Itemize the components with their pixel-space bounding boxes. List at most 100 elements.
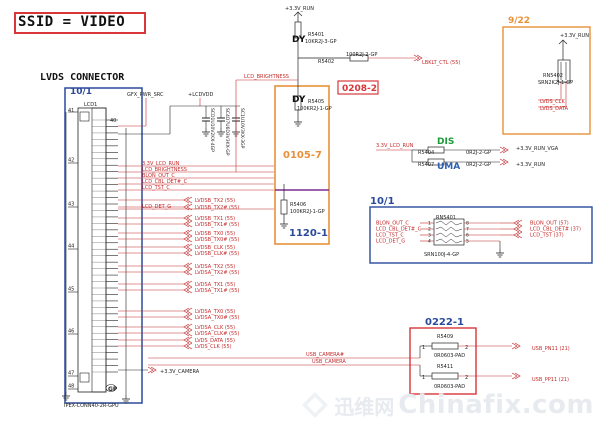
rn5401-left-net: LCD_DET_G <box>376 239 405 245</box>
connector-left-pin-number: 46 <box>68 329 74 335</box>
run-flag <box>499 158 506 166</box>
net-flag-lvds-b <box>183 329 190 337</box>
connector-left-pin-number: 42 <box>68 158 74 164</box>
usb-red-frame <box>409 327 477 395</box>
net-label-lvds: LVDSB_TX1 (55) <box>195 216 235 222</box>
net-flag-lvds <box>186 268 193 276</box>
rn5401-right-net: LCD_TST (37) <box>530 233 564 239</box>
net-flag-lvds <box>186 214 193 222</box>
net-label-lvds: LVDSB_TX2 (55) <box>195 198 235 204</box>
connector-gp-oval <box>105 384 117 392</box>
net-flag-lvds-b <box>183 307 190 315</box>
purple-box-label: 1120-1 <box>289 228 328 239</box>
usb-camera-net: USB_CAMERA <box>312 359 346 365</box>
usb-pp11-net: USB_PP11 (21) <box>532 377 569 383</box>
rn5401-left-pin: 4 <box>428 239 431 245</box>
net-flag-lvds <box>186 229 193 237</box>
run-flag-b <box>502 158 509 166</box>
net-label-lvds: LVDSA_TX2 (55) <box>195 264 235 270</box>
r5409-part: 0R0603-PAD <box>434 353 465 359</box>
rn5401-ground <box>496 249 504 258</box>
net-flag-lvds <box>186 235 193 243</box>
rn5402-ref: RN5402 <box>543 73 563 79</box>
right-lvds-clk: LVDS_CLK <box>540 99 565 105</box>
r5409-pin2: 2 <box>465 345 468 351</box>
net-flag-lvds-b <box>183 262 190 270</box>
net-flag-lvds <box>186 342 193 350</box>
connector-left-ground <box>62 392 70 401</box>
rn5401-left-pin: 1 <box>428 221 431 227</box>
pin-41: 41 <box>68 108 74 114</box>
net-label-lvds: LVDS_CLK (55) <box>195 344 232 350</box>
r5406-part: 100KR2J-1-GP <box>290 209 325 215</box>
net-flag-lvds <box>186 307 193 315</box>
r5411-part: 0R0603-PAD <box>434 384 465 390</box>
cap-ground <box>202 128 210 137</box>
r5401-part: 10KR2J-3-GP <box>305 39 336 45</box>
net-flag-lvds <box>186 220 193 228</box>
r5407-part: 0R2J-2-GP <box>466 162 491 168</box>
net-label-lvds: LVDS_DATA (55) <box>195 338 235 344</box>
rn5401-element <box>435 238 463 244</box>
net-label-lvds: LVDSA_TX1# (55) <box>195 288 239 294</box>
rn5401-right-flag <box>516 231 523 239</box>
rn5402-rail-arrow <box>558 39 568 45</box>
net-label-lvds: LVDSA_TX1 (55) <box>195 282 235 288</box>
r5401-ref: R5401 <box>308 32 324 38</box>
net-flag-lvds <box>186 313 193 321</box>
net-flag-lvds-b <box>183 249 190 257</box>
orange-box <box>274 85 330 245</box>
net-flag-lvds-b <box>183 203 190 211</box>
net-flag-lvds <box>186 329 193 337</box>
net-label-lvds: LVDSA_TX0 (55) <box>195 309 235 315</box>
red-label-box <box>337 80 379 95</box>
rn5401-right-flag <box>516 225 523 233</box>
net-label-lvds: LVDSB_CLK (55) <box>195 245 235 251</box>
net-flag-lvds-b <box>183 286 190 294</box>
connector-left-pin-number: 47 <box>68 371 74 377</box>
net-label-lvds: LVDSB_CLK# (55) <box>195 251 239 257</box>
rn5401-date: 10/1 <box>370 196 395 207</box>
pin-40: 40 <box>110 118 116 124</box>
net-flag-lvds-b <box>183 235 190 243</box>
vga-rail-net: +3.3V_RUN_VGA <box>516 146 559 152</box>
vga-flag-b <box>502 146 509 154</box>
pn11-flag-b <box>514 342 521 350</box>
ssid-title: SSID = VIDEO <box>18 14 126 30</box>
connector-right-ground <box>122 395 130 404</box>
net-flag-lvds <box>186 196 193 204</box>
red-box-label: 0208-2 <box>342 84 377 94</box>
r5409-ref: R5409 <box>437 334 453 340</box>
r5404-part: 0R2J-2-GP <box>466 150 491 156</box>
r5411-pin1: 1 <box>422 375 425 381</box>
lbklt-flag-b <box>416 54 423 62</box>
net-flag-lvds <box>186 203 193 211</box>
r5402-ref: R5402 <box>318 59 334 65</box>
rn5401-left-pin: 3 <box>428 233 431 239</box>
rn5401-right-pin: 7 <box>466 227 469 233</box>
rn5401-ref: RN5401 <box>436 215 456 221</box>
r5411-body <box>431 372 459 380</box>
net-flag-lvds <box>186 280 193 288</box>
r5409-pin1: 1 <box>422 345 425 351</box>
rn5401-left-net: LCD_TST_C <box>376 233 404 239</box>
pn11-flag <box>511 342 518 350</box>
connector-left-pin-number: 48 <box>68 384 74 390</box>
mount-pad-top <box>79 111 90 122</box>
watermark: 迅维网 Chinafix.com <box>300 390 594 420</box>
rn5401-right-flag <box>516 219 523 227</box>
net-label: LCD_CBL_DET#_C <box>142 179 188 185</box>
net-label-lvds: LVDSA_CLK# (55) <box>195 331 239 337</box>
net-flag-lvds-b <box>183 214 190 222</box>
net-flag-lvds <box>186 323 193 331</box>
rn5401-right-pin: 6 <box>466 233 469 239</box>
rn5401-right-pin: 8 <box>466 221 469 227</box>
right-lvds-data: LVDS_DATA <box>540 106 569 112</box>
r5402-part: 100R2J-2-GP <box>346 52 377 58</box>
rn5401-element <box>435 220 463 226</box>
rn5401-left-net: BLON_OUT_C <box>376 221 409 227</box>
rn5401-left-pin: 2 <box>428 227 431 233</box>
r5405-ground <box>294 118 302 127</box>
net-flag-lvds <box>186 243 193 251</box>
r5406-ref: R5406 <box>290 202 306 208</box>
